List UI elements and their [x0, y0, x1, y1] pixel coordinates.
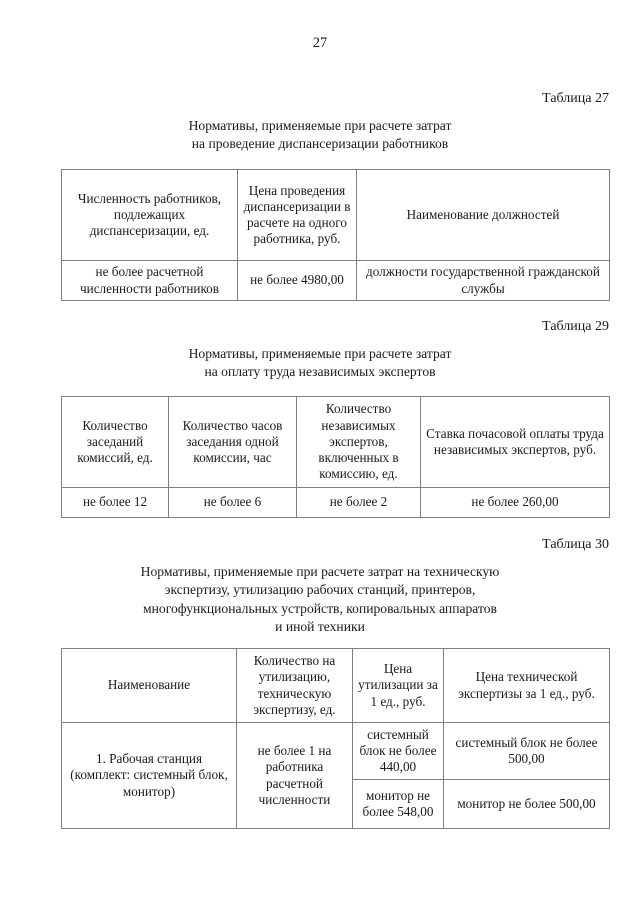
table-utilizaciya: Наименование Количество на утилизацию, т…	[61, 648, 610, 829]
cell-kolichestvo-value: не более 1 на работника расчетной числен…	[236, 722, 353, 829]
column-header-dolzhnosti: Наименование должностей	[356, 169, 610, 261]
column-header-chislennost: Численность работников, подлежащих диспа…	[61, 169, 238, 261]
table-dispanserizaciya: Численность работников, подлежащих диспа…	[61, 169, 610, 301]
cell-stavka-oplaty-value: не более 260,00	[420, 487, 610, 518]
table-eksperty: Количество заседаний комиссий, ед. Колич…	[61, 396, 610, 518]
column-header-cena: Цена проведения диспансеризации в расчет…	[237, 169, 357, 261]
column-header-cena-ekspertizy: Цена технической экспертизы за 1 ед., ру…	[443, 648, 610, 723]
cell-cena-utilizacii-monitor: монитор не более 548,00	[352, 779, 444, 829]
cell-kol-ekspertov-value: не более 2	[296, 487, 421, 518]
cell-chislennost-value: не более расчетной численности работнико…	[61, 260, 238, 301]
cell-kol-chasov-value: не более 6	[168, 487, 297, 518]
column-header-kol-ekspertov: Количество независимых экспертов, включе…	[296, 396, 421, 488]
table-title-30-line-3: многофункциональных устройств, копировал…	[143, 600, 497, 616]
cell-cena-ekspertizy-sysblock: системный блок не более 500,00	[443, 722, 610, 780]
table-row: не более расчетной численности работнико…	[61, 260, 610, 301]
table-row-header: Количество заседаний комиссий, ед. Колич…	[61, 396, 610, 488]
table-title-27-line-2: на проведение диспансеризации работников	[191, 136, 449, 152]
table-row-header: Наименование Количество на утилизацию, т…	[61, 648, 610, 723]
cell-kol-zasedaniy-value: не более 12	[61, 487, 169, 518]
table-row: не более 12 не более 6 не более 2 не бол…	[61, 487, 610, 518]
table-row-header: Численность работников, подлежащих диспа…	[61, 169, 610, 261]
column-header-kol-zasedaniy: Количество заседаний комиссий, ед.	[61, 396, 169, 488]
column-header-kol-chasov: Количество часов заседания одной комисси…	[168, 396, 297, 488]
table-title-30: Нормативы, применяемые при расчете затра…	[0, 563, 640, 637]
column-header-naimenovanie: Наименование	[61, 648, 237, 723]
table-title-29-line-1: Нормативы, применяемые при расчете затра…	[188, 346, 452, 361]
table-label-29: Таблица 29	[542, 319, 609, 334]
cell-cena-value: не более 4980,00	[237, 260, 357, 301]
table-title-29: Нормативы, применяемые при расчете затра…	[0, 345, 640, 382]
table-title-30-line-1: Нормативы, применяемые при расчете затра…	[140, 564, 500, 579]
cell-dolzhnosti-value: должности государственной гражданской сл…	[356, 260, 610, 301]
table-title-27: Нормативы, применяемые при расчете затра…	[0, 117, 640, 154]
table-title-27-line-1: Нормативы, применяемые при расчете затра…	[188, 118, 452, 133]
table-row-sub: монитор не более 548,00 монитор не более…	[62, 779, 610, 829]
table-title-30-line-4: и иной техники	[275, 619, 365, 635]
page-number: 27	[312, 35, 328, 51]
table-title-30-line-2: экспертизу, утилизацию рабочих станций, …	[164, 582, 476, 598]
cell-cena-ekspertizy-monitor: монитор не более 500,00	[443, 779, 610, 829]
column-header-kolichestvo: Количество на утилизацию, техническую эк…	[236, 648, 353, 723]
table-label-30: Таблица 30	[542, 537, 609, 552]
cell-cena-utilizacii-sysblock: системный блок не более 440,00	[352, 722, 444, 780]
cell-naimenovanie-value: 1. Рабочая станция (комплект: системный …	[61, 722, 237, 829]
column-header-stavka-oplaty: Ставка почасовой оплаты труда независимы…	[420, 396, 610, 488]
table-title-29-line-2: на оплату труда независимых экспертов	[204, 364, 436, 380]
table-row: 1. Рабочая станция (комплект: системный …	[61, 722, 610, 829]
column-header-cena-utilizacii: Цена утилизации за 1 ед., руб.	[352, 648, 444, 723]
table-label-27: Таблица 27	[542, 91, 609, 106]
